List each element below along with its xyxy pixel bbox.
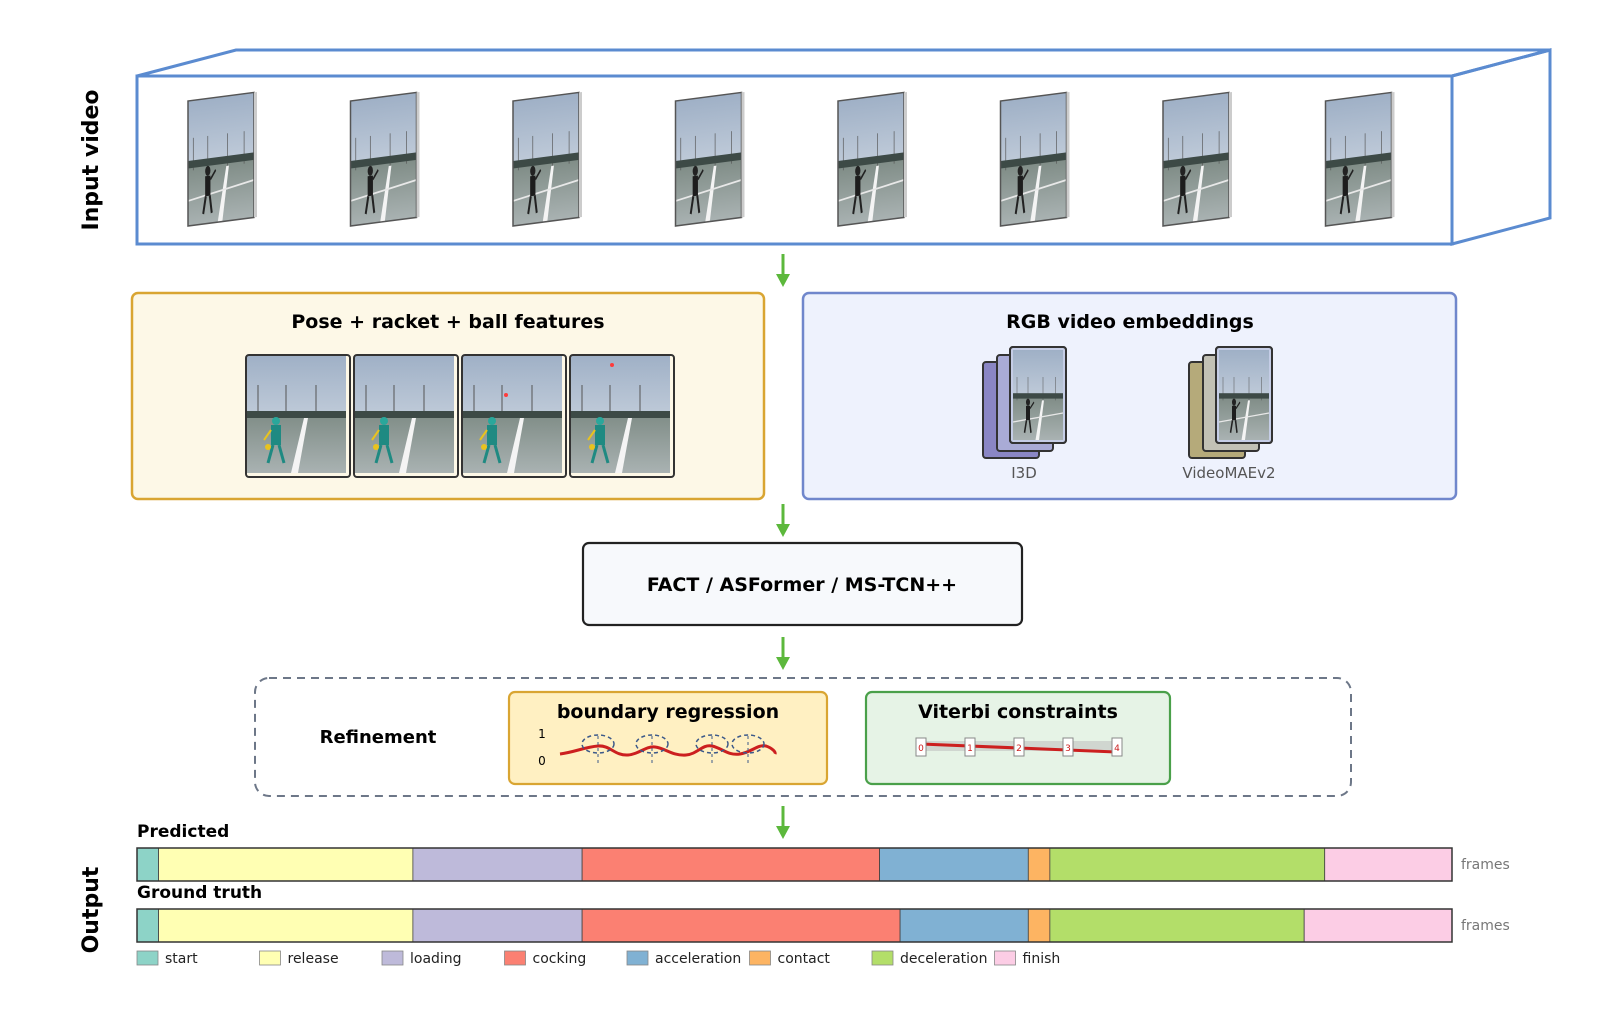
ground-truth-label: Ground truth bbox=[137, 883, 262, 903]
segment-contact bbox=[1027, 908, 1051, 943]
legend-label: start bbox=[165, 951, 198, 967]
i3d-label: I3D bbox=[1011, 464, 1037, 482]
down-arrow-icon bbox=[776, 637, 790, 670]
legend-item-contact: contact bbox=[749, 950, 831, 967]
segment-deceleration bbox=[1049, 908, 1305, 943]
predicted-label: Predicted bbox=[137, 822, 229, 842]
down-arrow-icon bbox=[776, 254, 790, 287]
video-frame-thumbnail bbox=[186, 90, 257, 228]
segment-finish bbox=[1324, 847, 1453, 882]
segment-deceleration bbox=[1049, 847, 1326, 882]
i3d-frame-stack-icon bbox=[982, 346, 1067, 459]
boundary-regression-curve bbox=[559, 734, 777, 766]
pose-features-title: Pose + racket + ball features bbox=[291, 311, 604, 333]
legend-item-loading: loading bbox=[381, 950, 462, 967]
legend-swatch bbox=[871, 950, 894, 966]
legend-swatch bbox=[994, 950, 1016, 966]
predicted-segmentation-bar bbox=[136, 847, 1453, 882]
segment-cocking bbox=[581, 908, 901, 943]
segment-contact bbox=[1027, 847, 1051, 882]
viterbi-state-label: 4 bbox=[1114, 744, 1120, 754]
video-frame-thumbnail bbox=[1323, 90, 1395, 228]
video-frame-thumbnail bbox=[673, 90, 745, 228]
legend-item-cocking: cocking bbox=[504, 950, 587, 967]
boundary-regression-title: boundary regression bbox=[557, 701, 779, 723]
predicted-bar-frame bbox=[136, 847, 1453, 882]
legend-label: deceleration bbox=[900, 951, 987, 967]
down-arrow-icon bbox=[776, 806, 790, 839]
legend-label: finish bbox=[1023, 951, 1061, 967]
legend-swatch bbox=[504, 950, 526, 966]
segment-loading bbox=[412, 908, 583, 943]
segment-start bbox=[136, 847, 159, 882]
legend-swatch bbox=[136, 950, 159, 966]
segment-acceleration bbox=[899, 908, 1029, 943]
segment-release bbox=[158, 847, 414, 882]
legend-swatch bbox=[749, 950, 771, 966]
legend-label: release bbox=[288, 951, 339, 967]
segment-finish bbox=[1303, 908, 1453, 943]
legend-item-deceleration: deceleration bbox=[871, 950, 987, 967]
video-frame-thumbnail bbox=[998, 90, 1070, 228]
refinement-label: Refinement bbox=[320, 727, 437, 748]
video-box bbox=[135, 48, 1552, 246]
input-video-label: Input video bbox=[79, 89, 104, 230]
videomae-label: VideoMAEv2 bbox=[1182, 464, 1275, 482]
pose-frame-thumbnail bbox=[352, 353, 456, 475]
legend-swatch bbox=[381, 950, 404, 966]
phase-legend: start release loading cocking acceleration co… bbox=[136, 950, 1061, 967]
ground-truth-frames-axis-label: frames bbox=[1461, 918, 1510, 934]
viterbi-state-node: 2 bbox=[1013, 737, 1025, 757]
model-title: FACT / ASFormer / MS-TCN++ bbox=[647, 574, 957, 596]
video-frame-thumbnail bbox=[511, 90, 582, 228]
viterbi-state-label: 3 bbox=[1065, 744, 1071, 754]
viterbi-state-node: 0 bbox=[915, 737, 927, 757]
video-frame-thumbnail bbox=[836, 90, 907, 228]
rgb-embeddings-panel bbox=[801, 291, 1458, 501]
legend-item-start: start bbox=[136, 950, 198, 967]
legend-swatch bbox=[626, 950, 649, 966]
segment-start bbox=[136, 908, 159, 943]
viterbi-state-node: 1 bbox=[964, 737, 976, 757]
legend-label: cocking bbox=[533, 951, 587, 967]
video-frames-row bbox=[186, 90, 1395, 228]
viterbi-state-node: 4 bbox=[1111, 737, 1123, 757]
boundary-tick-0: 0 bbox=[538, 754, 546, 768]
ground-truth-segmentation-bar bbox=[136, 908, 1453, 943]
rgb-embeddings-title: RGB video embeddings bbox=[1006, 311, 1254, 333]
pose-frame-thumbnail bbox=[568, 353, 672, 475]
down-arrow-icon bbox=[776, 504, 790, 537]
ground-truth-bar-frame bbox=[136, 908, 1453, 943]
output-label: Output bbox=[79, 866, 104, 953]
predicted-frames-axis-label: frames bbox=[1461, 857, 1510, 873]
video-frame-thumbnail bbox=[1161, 90, 1232, 228]
legend-swatch bbox=[259, 950, 281, 966]
legend-item-finish: finish bbox=[994, 950, 1061, 967]
pose-frame-thumbnail bbox=[460, 353, 564, 475]
viterbi-state-label: 1 bbox=[967, 744, 973, 754]
viterbi-state-label: 2 bbox=[1016, 744, 1022, 754]
viterbi-constraints-title: Viterbi constraints bbox=[918, 701, 1118, 723]
legend-item-acceleration: acceleration bbox=[626, 950, 741, 967]
pose-thumbnails bbox=[244, 353, 675, 478]
legend-item-release: release bbox=[259, 950, 339, 967]
legend-label: acceleration bbox=[655, 951, 741, 967]
pose-frame-thumbnail bbox=[244, 353, 348, 475]
segment-loading bbox=[412, 847, 583, 882]
segment-release bbox=[158, 908, 414, 943]
boundary-tick-1: 1 bbox=[538, 727, 546, 741]
viterbi-state-node: 3 bbox=[1062, 737, 1074, 757]
legend-label: loading bbox=[410, 951, 462, 967]
model-box bbox=[581, 541, 1024, 627]
segment-cocking bbox=[581, 847, 880, 882]
viterbi-state-label: 0 bbox=[918, 744, 924, 754]
refinement-panel bbox=[254, 677, 1352, 797]
segment-acceleration bbox=[879, 847, 1029, 882]
legend-label: contact bbox=[778, 951, 831, 967]
video-frame-thumbnail bbox=[348, 90, 420, 228]
viterbi-states: 0 1 2 3 4 bbox=[915, 737, 1123, 757]
videomae-frame-stack-icon bbox=[1188, 346, 1273, 459]
